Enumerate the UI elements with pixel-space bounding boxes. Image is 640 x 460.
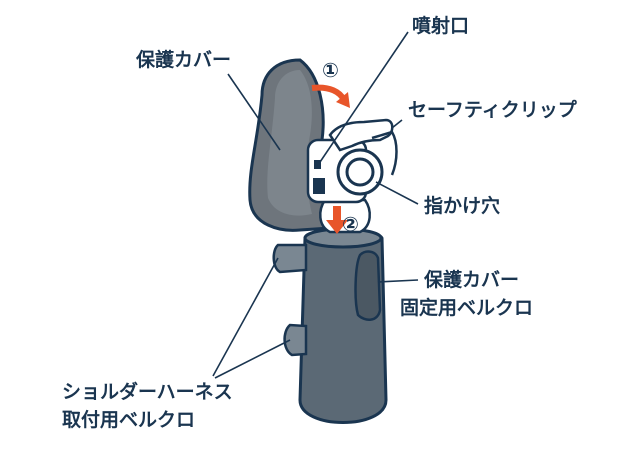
leader-cover <box>227 73 281 151</box>
label-safety-clip: セーフティクリップ <box>408 99 577 121</box>
label-nozzle: 噴射口 <box>412 15 470 37</box>
step-marker-2: ① <box>322 58 339 82</box>
label-harness-line2: 取付用ベルクロ <box>62 409 196 431</box>
finger-hole <box>345 157 375 187</box>
leader-harness-b <box>214 339 291 379</box>
leader-strap <box>377 279 419 283</box>
arrow-step1-shaft <box>333 206 341 222</box>
label-harness-line1: ショルダーハーネス <box>62 381 233 403</box>
label-cover-strap-line2: 固定用ベルクロ <box>400 297 534 319</box>
arrow-step2-head <box>336 92 350 108</box>
leader-nozzle <box>317 31 409 166</box>
harness-loop-lower <box>283 323 308 357</box>
safety-clip <box>328 118 394 152</box>
label-cover-strap-line1: 保護カバー <box>424 269 520 291</box>
safety-clip-bar <box>371 130 398 176</box>
leader-finger <box>375 181 419 205</box>
leader-clip <box>391 119 403 129</box>
spray-button <box>313 178 325 194</box>
protective-cover-inner <box>267 70 312 216</box>
step-marker-1: ② <box>342 212 359 236</box>
leader-lines <box>212 31 419 379</box>
label-protective-cover: 保護カバー <box>136 49 232 71</box>
arrow-step1-head <box>326 220 348 234</box>
cover-strap <box>354 250 382 321</box>
label-finger-hole: 指かけ穴 <box>424 195 501 217</box>
leader-harness-a <box>212 257 279 377</box>
